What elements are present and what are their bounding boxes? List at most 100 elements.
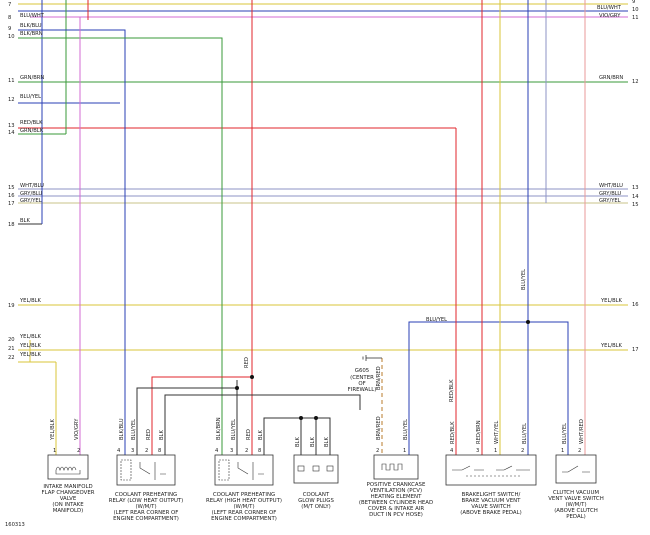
wire-blk-relay2 <box>263 417 331 455</box>
pin-number: 2 <box>521 448 524 454</box>
component-caption: BRAKELIGHT SWITCH/ <box>462 492 521 498</box>
pin-number: 4 <box>215 448 219 454</box>
right-wire-label: BLU/WHT <box>597 5 622 11</box>
splice-dots <box>235 320 530 420</box>
pin-wire-label: BLK/BRN <box>216 417 222 440</box>
component-caption: (LEFT REAR CORNER OF <box>114 510 179 516</box>
pin-number: 1 <box>494 448 497 454</box>
ground-location-line: (CENTER <box>350 375 374 381</box>
left-wire-label: BLK/BLU <box>20 23 42 29</box>
right-wire-label: VIO/GRY <box>599 13 621 19</box>
left-wire-label: BLK <box>20 218 30 224</box>
component-caption: COOLANT <box>303 492 330 498</box>
component-caption: HEATING ELEMENT <box>371 494 422 500</box>
pin-wire-label: BLK <box>310 437 316 447</box>
pin-wire-label: RED <box>246 429 252 440</box>
ground-location-line: OF <box>358 381 365 387</box>
left-wire-label: GRN/BLK <box>20 128 44 134</box>
intake-flap-valve: YEL/BLK VIO/GRY 1 2 INTAKE MANIFOLD FLAP… <box>42 418 95 514</box>
component-caption: (BETWEEN CYLINDER HEAD <box>359 500 433 506</box>
left-pin-num: 7 <box>8 2 11 8</box>
left-wire-label: GRY/BLU <box>20 191 42 197</box>
brakelight-switch: RED/BLK RED/BRN WHT/YEL BLU/YEL 4 3 1 2 … <box>445 420 537 516</box>
left-pin-num: 8 <box>8 15 11 21</box>
left-wire-label: BLK/BRN <box>20 31 43 37</box>
component-box <box>555 454 597 484</box>
component-caption: COOLANT PREHEATING <box>115 492 177 498</box>
inline-wire-labels: RED BLU/YEL BLU/YEL BRN/RED RED/BLK G605… <box>244 269 527 402</box>
component-caption: RELAY (HIGH HEAT OUTPUT) <box>206 498 282 504</box>
pin-number: 3 <box>131 448 134 454</box>
component-caption: PEDAL) <box>566 514 586 520</box>
left-wire-label: RED/BLK <box>20 120 43 126</box>
pin-number: 2 <box>376 448 379 454</box>
right-wire-label: GRY/BLU <box>599 191 621 197</box>
left-wire-label: YEL/BLK <box>19 298 42 304</box>
right-wire-label: GRN/BRN <box>599 75 623 81</box>
left-pin-num: 14 <box>8 130 15 136</box>
red-blk-label: RED/BLK <box>449 379 455 402</box>
solenoid-icon <box>55 466 81 475</box>
right-wire-label: GRY/YEL <box>599 198 621 204</box>
component-caption: (ABOVE BRAKE PEDAL) <box>460 510 521 516</box>
pin-wire-label: RED <box>146 429 152 440</box>
component-caption: (W/M/T) <box>565 502 586 508</box>
component-caption: VENTILATION (PCV) <box>370 488 422 494</box>
pin-wire-label: BLK <box>295 437 301 447</box>
red-wire-label: RED <box>244 357 250 368</box>
component-caption: VALVE <box>60 496 77 502</box>
component-caption: (LEFT REAR CORNER OF <box>212 510 277 516</box>
splice-dot <box>314 416 318 420</box>
component-box <box>47 454 89 480</box>
right-pin-num: 9 <box>632 0 635 5</box>
wire-layer <box>18 0 628 455</box>
clutch-vacuum-switch: BLU/YEL WHT/RED 1 2 CLUTCH VACUUM VENT V… <box>548 419 604 520</box>
pin-wire-label: BLU/YEL <box>562 423 568 444</box>
pin-number: 8 <box>158 448 161 454</box>
left-pin-num: 19 <box>8 303 15 309</box>
right-wire-label: YEL/BLK <box>600 298 623 304</box>
left-pin-num: 16 <box>8 193 15 199</box>
right-pin-num: 17 <box>632 347 639 353</box>
left-pin-num: 12 <box>8 97 15 103</box>
left-wire-label: BLU/YEL <box>20 94 41 100</box>
component-box <box>116 454 176 486</box>
relay-coil <box>120 459 132 481</box>
component-caption: (ABOVE CLUTCH <box>554 508 598 514</box>
pin-wire-label: BLU/YEL <box>231 419 237 440</box>
component-caption: ENGINE COMPARTMENT) <box>211 516 277 522</box>
pin-wire-label: BLU/YEL <box>403 419 409 440</box>
left-pin-num: 17 <box>8 201 15 207</box>
pin-number: 1 <box>403 448 406 454</box>
pin-number: 3 <box>476 448 479 454</box>
pin-wire-label: BLK <box>324 437 330 447</box>
component-caption: VALVE SWITCH <box>471 504 510 510</box>
component-caption: GLOW PLUGS <box>298 498 334 504</box>
left-pin-num: 20 <box>8 337 15 343</box>
relay-switch <box>237 462 264 480</box>
component-caption: VENT VALVE SWITCH <box>548 496 604 502</box>
pin-wire-label: BLK <box>258 430 264 440</box>
switch-icon <box>562 465 590 473</box>
left-pin-num: 13 <box>8 123 15 129</box>
component-box <box>214 454 274 486</box>
component-caption: ENGINE COMPARTMENT) <box>113 516 179 522</box>
pin-number: 3 <box>230 448 233 454</box>
pin-number: 1 <box>561 448 564 454</box>
switch-icon <box>452 465 530 471</box>
pin-number: 1 <box>53 448 56 454</box>
wire-red-main <box>151 0 253 455</box>
glow-plug-icon <box>297 465 305 472</box>
figure-id: 160313 <box>5 522 25 528</box>
right-pin-num: 15 <box>632 202 639 208</box>
wire-blk-blu <box>18 29 126 455</box>
wire-blk-brn <box>18 37 223 455</box>
pin-wire-label: RED/BRN <box>476 420 482 444</box>
left-wire-label: WHT/BLU <box>20 183 44 189</box>
left-wire-label: YEL/BLK <box>19 352 42 358</box>
component-caption: BRAKE VACUUM VENT <box>462 498 522 504</box>
ground-id: G605 <box>355 368 369 374</box>
pin-wire-label: WHT/RED <box>579 419 585 444</box>
splice-dot <box>299 416 303 420</box>
